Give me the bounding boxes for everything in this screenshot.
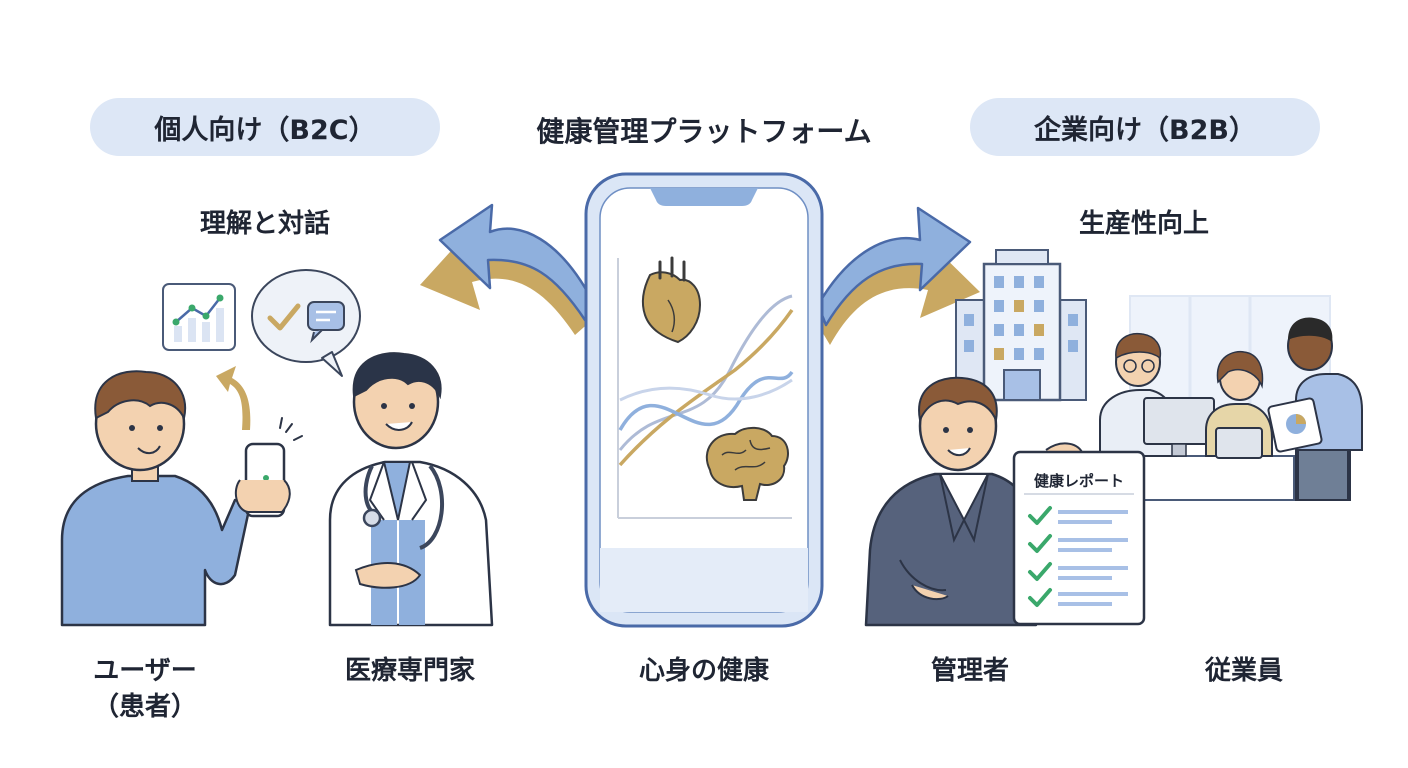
platform-phone	[584, 172, 824, 628]
manager-figure	[864, 376, 1038, 627]
health-report-card	[1012, 442, 1146, 626]
manager-label: 管理者	[930, 656, 1009, 686]
doctor-figure	[328, 352, 494, 627]
platform-title: 健康管理プラットフォーム	[536, 115, 872, 148]
b2b-subtitle: 生産性向上	[1078, 209, 1209, 239]
user-label-line1: ユーザー	[93, 656, 197, 686]
center-label: 心身の健康	[638, 656, 769, 686]
b2b-badge-label: 企業向け（B2B）	[1034, 114, 1256, 146]
report-title: 健康レポート	[1033, 472, 1124, 490]
heart-icon	[641, 256, 702, 344]
b2b-badge: 企業向け（B2B）	[970, 98, 1320, 156]
user-label-line2: （患者）	[92, 692, 197, 722]
report-checklist	[1028, 506, 1128, 607]
professional-label: 医療専門家	[344, 656, 475, 686]
b2c-badge-label: 個人向け（B2C）	[154, 114, 376, 146]
employee-label: 従業員	[1204, 656, 1283, 686]
brain-icon	[705, 426, 789, 501]
left-arrow	[420, 203, 594, 335]
speech-bubble	[251, 269, 361, 377]
small-up-arrow	[216, 366, 251, 430]
user-patient-figure	[60, 370, 303, 627]
b2c-subtitle: 理解と対話	[199, 209, 330, 239]
right-arrow	[816, 206, 980, 345]
office-building	[955, 249, 1087, 402]
chart-card	[162, 283, 236, 351]
b2c-badge: 個人向け（B2C）	[90, 98, 440, 156]
